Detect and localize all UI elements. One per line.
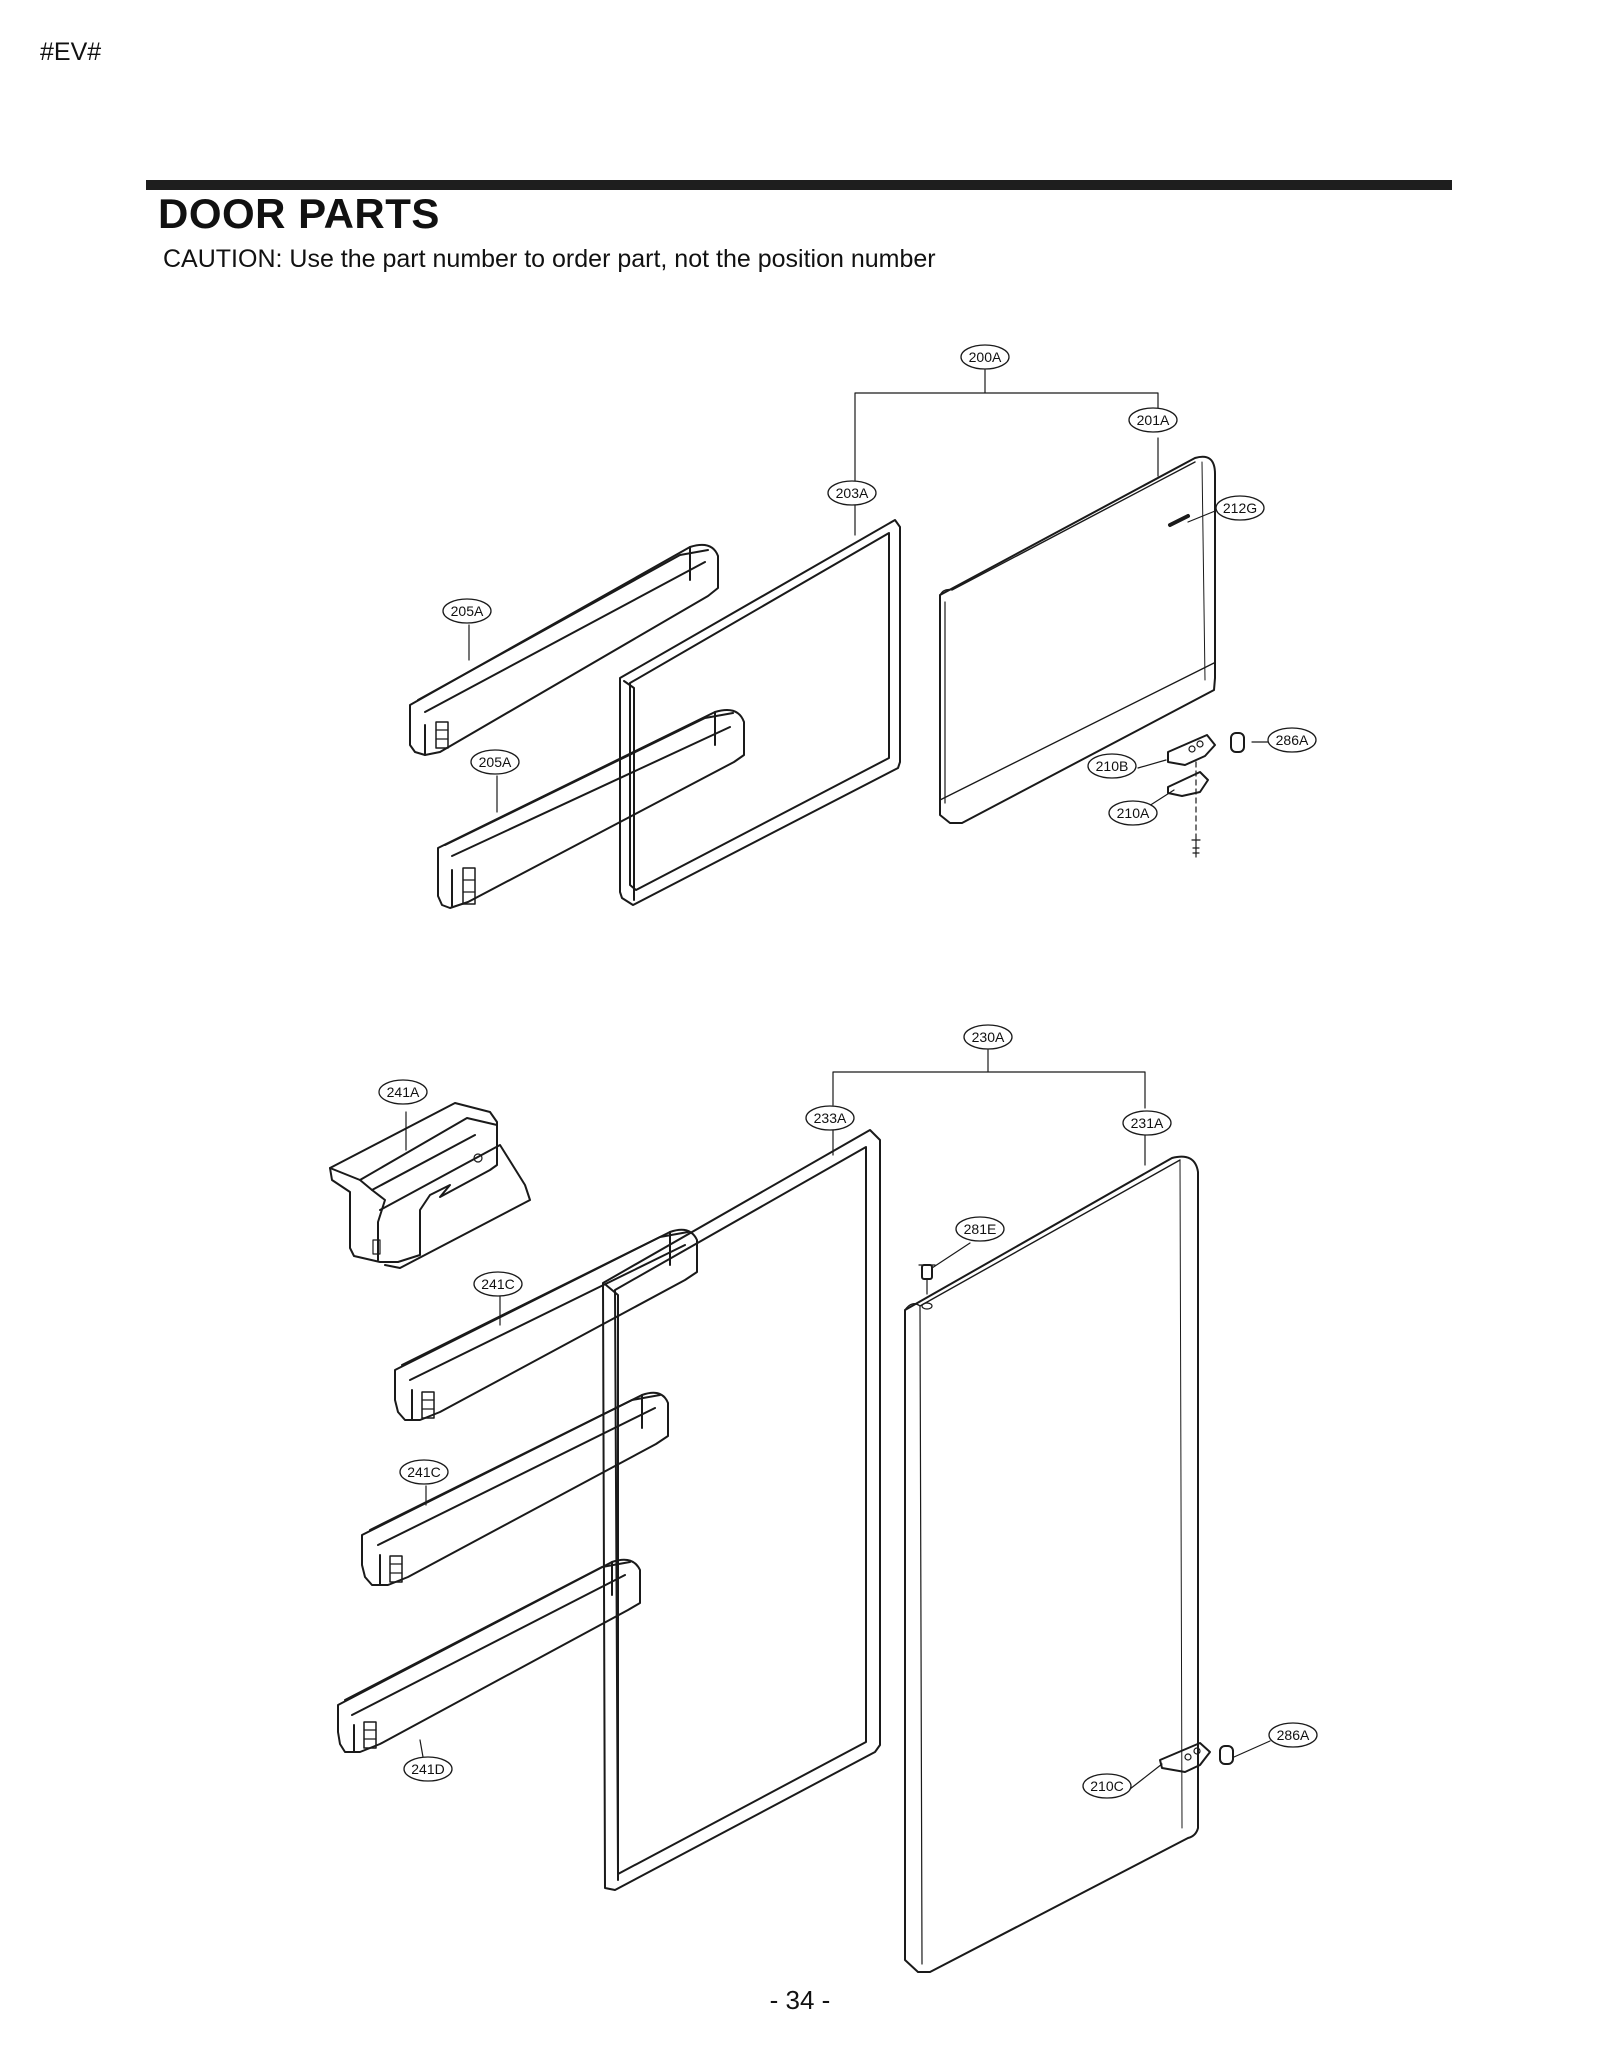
callout-205A-upper-bubble: [442, 598, 492, 624]
refrigerator-basket-3: [337, 1558, 641, 1753]
page-title: DOOR PARTS: [158, 190, 440, 237]
page-number: - 34 -: [769, 1985, 831, 2015]
callout-230A: 230A: [972, 1029, 1005, 1045]
caution-note: CAUTION: Use the part number to order pa…: [163, 245, 936, 273]
refrigerator-door-panel: [904, 1155, 1199, 1973]
corner-tag: #EV#: [40, 38, 102, 66]
callout-241C-1: 241C: [481, 1276, 514, 1292]
callout-210A-bubble: [1108, 800, 1158, 826]
refrigerator-dairy-bin: [329, 1102, 531, 1269]
callout-231A-bubble: [1122, 1110, 1172, 1136]
freezer-door-panel: [939, 455, 1216, 824]
callout-201A: 201A: [1137, 412, 1170, 428]
refrigerator-basket-1: [394, 1228, 698, 1421]
callout-241A-bubble: [378, 1079, 428, 1105]
callout-205A-upper: 205A: [451, 603, 484, 619]
freezer-basket-upper: [409, 543, 719, 756]
callout-233A-bubble: [805, 1105, 855, 1131]
callout-230A-bubble: [963, 1024, 1013, 1050]
callout-200A-bubble: [960, 344, 1010, 370]
freezer-basket-lower: [437, 709, 745, 909]
title-rule: [146, 180, 1452, 190]
callout-210B: 210B: [1096, 758, 1129, 774]
callout-212G-bubble: [1215, 495, 1265, 521]
callout-241D: 241D: [411, 1761, 444, 1777]
callout-203A: 203A: [836, 485, 869, 501]
refrigerator-leader-lines: [405, 1049, 1271, 1790]
callout-231A: 231A: [1131, 1115, 1164, 1131]
freezer-gasket: [619, 519, 901, 906]
callout-241C-1-bubble: [473, 1271, 523, 1297]
callout-200A: 200A: [969, 349, 1002, 365]
callout-286A-upper-bubble: [1267, 727, 1317, 753]
refrigerator-gasket: [602, 1129, 881, 1891]
callout-210B-bubble: [1087, 753, 1137, 779]
callout-205A-lower: 205A: [479, 754, 512, 770]
freezer-leader-lines: [468, 369, 1277, 814]
callout-203A-bubble: [827, 480, 877, 506]
refrigerator-basket-2: [361, 1391, 669, 1586]
callout-286A-lower-bubble: [1268, 1722, 1318, 1748]
callout-212G: 212G: [1223, 500, 1257, 516]
callout-281E: 281E: [964, 1221, 997, 1237]
callout-210C: 210C: [1090, 1778, 1123, 1794]
callout-233A: 233A: [814, 1110, 847, 1126]
callout-210C-bubble: [1082, 1773, 1132, 1799]
freezer-hinge-parts: [1167, 732, 1245, 858]
callout-241D-bubble: [403, 1756, 453, 1782]
callout-281E-bubble: [955, 1216, 1005, 1242]
callout-210A: 210A: [1117, 805, 1150, 821]
callout-241C-2-bubble: [399, 1459, 449, 1485]
callout-201A-bubble: [1128, 407, 1178, 433]
refrigerator-hinge-parts: [1159, 1742, 1234, 1773]
callout-205A-lower-bubble: [470, 749, 520, 775]
callout-286A-lower: 286A: [1277, 1727, 1310, 1743]
callout-241A: 241A: [387, 1084, 420, 1100]
callout-286A-upper: 286A: [1276, 732, 1309, 748]
callout-241C-2: 241C: [407, 1464, 440, 1480]
